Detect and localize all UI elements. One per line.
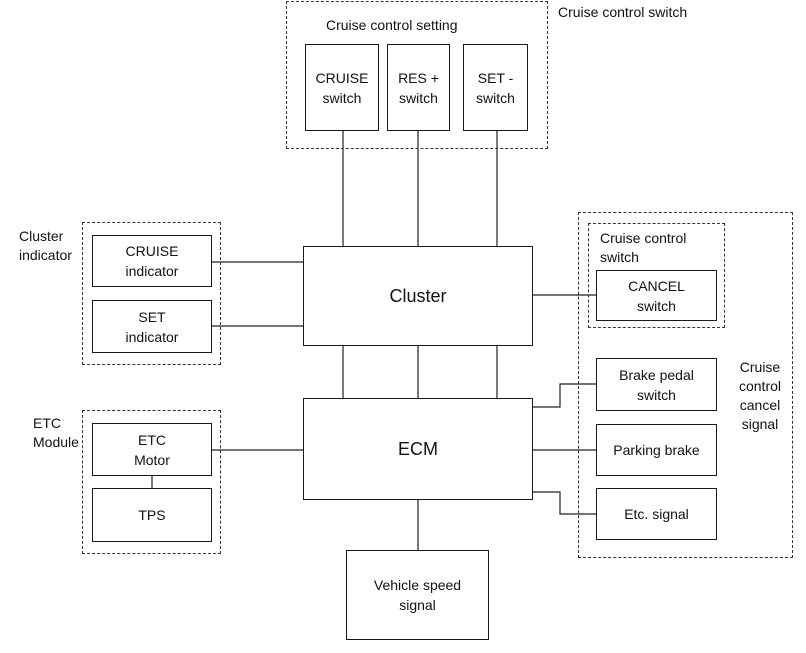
res-switch-block: RES + switch xyxy=(387,44,450,131)
etc-signal-block: Etc. signal xyxy=(596,488,717,540)
cruise-control-switch-label: Cruise control switch xyxy=(558,4,688,20)
cruise-control-cancel-signal-label: Cruise control cancel signal xyxy=(738,359,782,432)
cruise-control-cancel-signal-group xyxy=(578,212,793,558)
cluster-indicator-group xyxy=(82,222,221,365)
cruise-control-setting-label: Cruise control setting xyxy=(326,17,458,33)
parking-brake-block: Parking brake xyxy=(596,424,717,476)
vehicle-speed-signal-block: Vehicle speed signal xyxy=(346,550,489,640)
set-switch-block: SET - switch xyxy=(463,44,528,131)
cluster-block: Cluster xyxy=(303,246,533,346)
cruise-control-switch-group xyxy=(286,1,548,149)
brake-pedal-switch-block: Brake pedal switch xyxy=(596,358,717,411)
cruise-indicator-block: CRUISE indicator xyxy=(92,235,212,287)
cluster-indicator-label: Cluster indicator xyxy=(19,228,72,263)
tps-block: TPS xyxy=(92,488,212,542)
etc-module-group xyxy=(82,410,221,554)
cancel-switch-subgroup xyxy=(588,223,725,328)
etc-module-label: ETC Module xyxy=(33,415,79,450)
cancel-switch-block: CANCEL switch xyxy=(596,270,717,321)
cruise-switch-block: CRUISE switch xyxy=(305,44,379,131)
ecm-block: ECM xyxy=(303,398,533,500)
etc-motor-block: ETC Motor xyxy=(92,423,212,476)
cancel-switch-group-label: Cruise control switch xyxy=(600,230,687,265)
set-indicator-block: SET indicator xyxy=(92,300,212,353)
